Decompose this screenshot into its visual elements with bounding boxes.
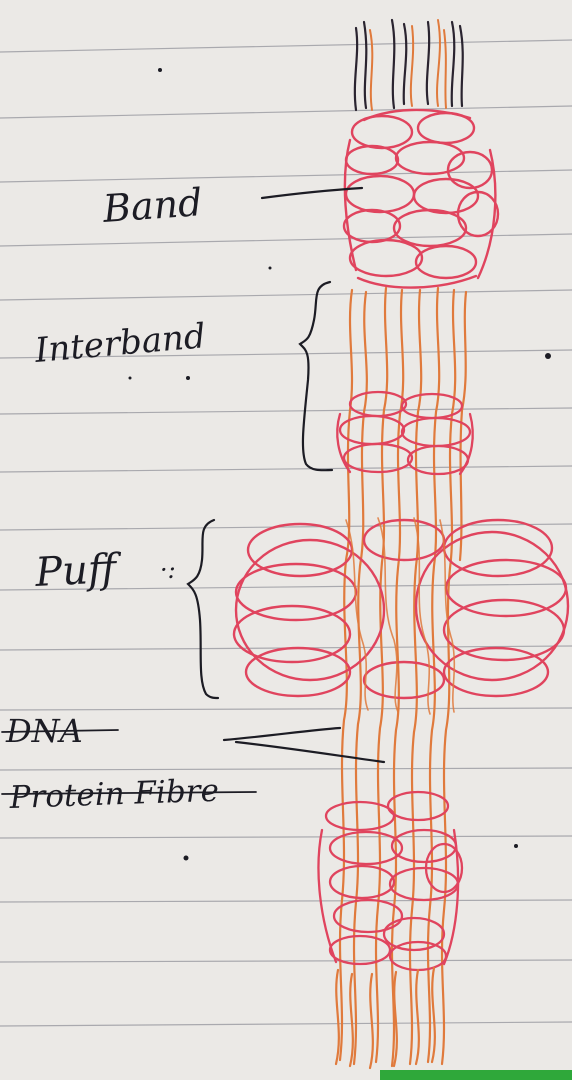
green-edge-strip [380,1070,572,1080]
label-puff: Puff [33,545,124,596]
label-puff-dots: ·: [160,556,176,584]
label-band: Band [101,180,204,231]
